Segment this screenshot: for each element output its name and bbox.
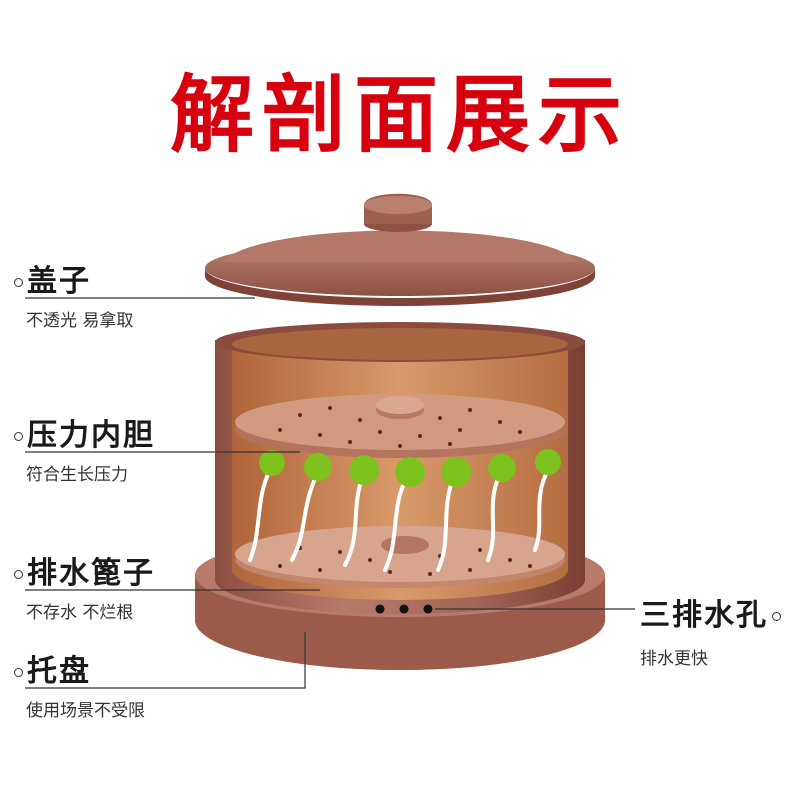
label-pressure-liner-desc: 符合生长压力 (26, 465, 128, 485)
label-tray-desc: 使用场景不受限 (26, 701, 145, 721)
bullet-icon (772, 612, 781, 621)
plate-holes (278, 406, 532, 576)
bullet-icon (14, 278, 23, 287)
bullet-icon (14, 668, 23, 677)
label-tray: 托盘 使用场景不受限 (14, 646, 145, 721)
label-drain-holes: 三排水孔 排水更快 (640, 590, 781, 669)
label-drain-grate-desc: 不存水 不烂根 (26, 603, 134, 623)
label-lid-desc: 不透光 易拿取 (26, 311, 134, 331)
lid (205, 193, 595, 306)
drain-grate (235, 526, 565, 588)
label-lid: 盖子 不透光 易拿取 (14, 256, 133, 331)
bullet-icon (14, 432, 23, 441)
label-drain-holes-desc: 排水更快 (640, 649, 708, 669)
label-pressure-liner: 压力内胆 符合生长压力 (14, 410, 155, 485)
bullet-icon (14, 570, 23, 579)
drain-holes (375, 604, 433, 614)
leader-lines (25, 297, 635, 689)
sprouts (248, 449, 561, 572)
pressure-plate (235, 394, 565, 458)
label-drain-grate: 排水篦子 不存水 不烂根 (14, 548, 155, 623)
page-title: 解剖面展示 (169, 65, 630, 164)
